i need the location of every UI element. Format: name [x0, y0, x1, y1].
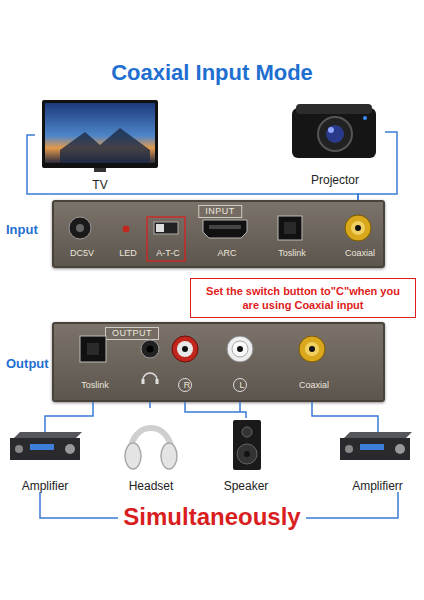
device-box: TV — [35, 95, 165, 192]
rca-right-port — [172, 336, 198, 392]
port-label: Coaxial — [345, 248, 375, 259]
headphone-jack — [141, 340, 159, 384]
port-label: DC5V — [70, 248, 94, 259]
toslink-port — [278, 216, 302, 240]
device-box: Headset — [118, 408, 184, 493]
device-label: Projector — [285, 173, 385, 187]
port-label: LED — [119, 248, 137, 259]
device-label: Headset — [118, 479, 184, 493]
signal-wire — [45, 402, 93, 432]
projector-illustration — [292, 104, 376, 158]
device-box: Projector — [285, 92, 385, 187]
signal-wire — [312, 402, 378, 432]
toslink-port — [80, 336, 106, 362]
signal-wire — [358, 132, 397, 200]
signal-wire — [27, 135, 358, 200]
panel-heading: OUTPUT — [105, 327, 159, 340]
port-label: A-T-C — [156, 248, 180, 259]
device-box: Speaker — [214, 418, 278, 493]
device-label: Amplifier — [5, 479, 85, 493]
device-box: Amplifierr — [335, 432, 420, 493]
coaxial-port — [345, 215, 371, 241]
left-channel-wire — [239, 402, 241, 412]
amplifier-illustration — [10, 432, 82, 460]
device-label: TV — [35, 178, 165, 192]
device-label: Amplifierr — [335, 479, 420, 493]
device-box: Amplifier — [5, 432, 85, 493]
panel-heading: INPUT — [198, 205, 242, 218]
headset-illustration — [125, 428, 177, 469]
speaker-illustration — [233, 420, 261, 470]
emphasis-label: Simultaneously — [0, 503, 424, 531]
converter-panel: INPUT DC5V LED A-T-C ARC Toslink Coaxial — [52, 200, 385, 268]
port-label: ARC — [217, 248, 236, 259]
signal-wire — [185, 402, 246, 418]
diagram-title: Coaxial Input Mode — [0, 60, 424, 86]
dc-jack — [69, 217, 91, 239]
device-label: Speaker — [214, 479, 278, 493]
port-label: Toslink — [278, 248, 306, 259]
signal-wire — [149, 402, 151, 408]
port-label: L — [239, 380, 244, 391]
port-label: R — [184, 380, 191, 391]
amplifier-illustration — [340, 432, 412, 460]
led-light — [123, 226, 130, 233]
hdmi-port — [203, 220, 247, 238]
coaxial-port — [299, 336, 325, 362]
port-label: Toslink — [81, 380, 109, 391]
port-label: Coaxial — [299, 380, 329, 391]
callout-box: Set the switch button to"C"when you are … — [190, 278, 416, 318]
callout-text: Set the switch button to"C"when you are … — [199, 284, 407, 312]
section-label: Input — [6, 222, 66, 237]
section-label: Output — [6, 356, 66, 371]
rca-left-port — [227, 336, 253, 392]
switch-symbol — [147, 217, 185, 261]
converter-panel: OUTPUT Toslink R L Coaxial — [52, 322, 385, 402]
tv-illustration — [42, 100, 158, 172]
